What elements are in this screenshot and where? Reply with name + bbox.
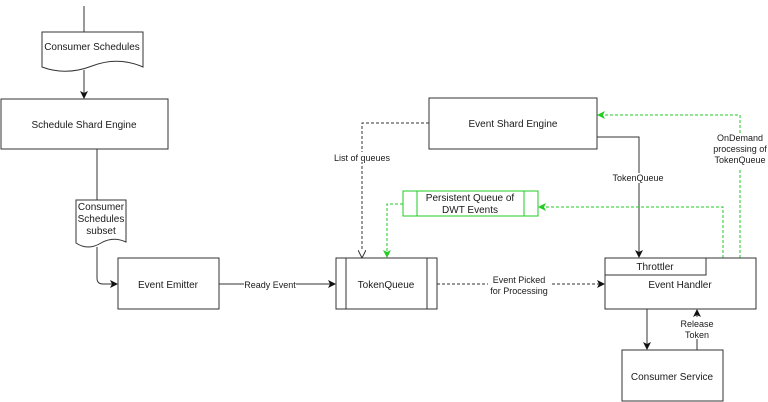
- edge-handler-to-persistent: [538, 203, 724, 258]
- svg-text:Schedules: Schedules: [78, 214, 125, 225]
- label-ondemand-2: processing of: [713, 144, 767, 154]
- svg-text:Schedule Shard Engine: Schedule Shard Engine: [31, 120, 137, 131]
- edge-token-queue: [597, 136, 643, 258]
- edge-persistent-to-tokenqueue: [383, 203, 403, 258]
- label-event-picked-2: for Processing: [490, 286, 548, 296]
- svg-text:Throttler: Throttler: [636, 262, 674, 273]
- svg-text:Persistent Queue of: Persistent Queue of: [426, 193, 515, 204]
- throttler-node[interactable]: Throttler: [604, 257, 707, 276]
- svg-text:TokenQueue: TokenQueue: [358, 280, 415, 291]
- svg-text:Consumer Service: Consumer Service: [631, 372, 714, 383]
- svg-text:DWT Events: DWT Events: [442, 205, 498, 216]
- event-emitter-node[interactable]: Event Emitter: [117, 257, 220, 310]
- edge-ondemand: [597, 111, 741, 258]
- label-ondemand-1: OnDemand: [717, 133, 763, 143]
- label-ready-event: Ready Event: [244, 280, 296, 290]
- svg-text:Consumer Schedules: Consumer Schedules: [44, 42, 140, 53]
- event-shard-engine-node[interactable]: Event Shard Engine: [428, 97, 598, 150]
- label-release-token-2: Token: [685, 330, 709, 340]
- edge-subset-to-emitter: [96, 247, 118, 288]
- token-queue-node[interactable]: TokenQueue: [335, 257, 438, 310]
- label-release-token-1: Release: [680, 319, 713, 329]
- svg-text:Consumer: Consumer: [78, 202, 125, 213]
- label-token-queue: TokenQueue: [612, 173, 663, 183]
- consumer-schedules-document[interactable]: Consumer Schedules: [41, 31, 144, 72]
- edge-list-of-queues: [362, 122, 429, 257]
- svg-text:subset: subset: [86, 226, 116, 237]
- schedule-shard-engine-node[interactable]: Schedule Shard Engine: [0, 98, 169, 150]
- label-list-of-queues: List of queues: [334, 153, 391, 163]
- svg-text:Event Shard Engine: Event Shard Engine: [469, 119, 558, 130]
- consumer-schedules-subset-document[interactable]: Consumer Schedules subset: [75, 199, 127, 248]
- label-ondemand-3: TokenQueue: [714, 155, 765, 165]
- consumer-service-node[interactable]: Consumer Service: [621, 349, 724, 402]
- svg-text:Event Handler: Event Handler: [648, 280, 712, 291]
- label-event-picked-1: Event Picked: [493, 275, 546, 285]
- svg-text:Event Emitter: Event Emitter: [138, 280, 199, 291]
- persistent-queue-node[interactable]: Persistent Queue of DWT Events: [402, 190, 539, 217]
